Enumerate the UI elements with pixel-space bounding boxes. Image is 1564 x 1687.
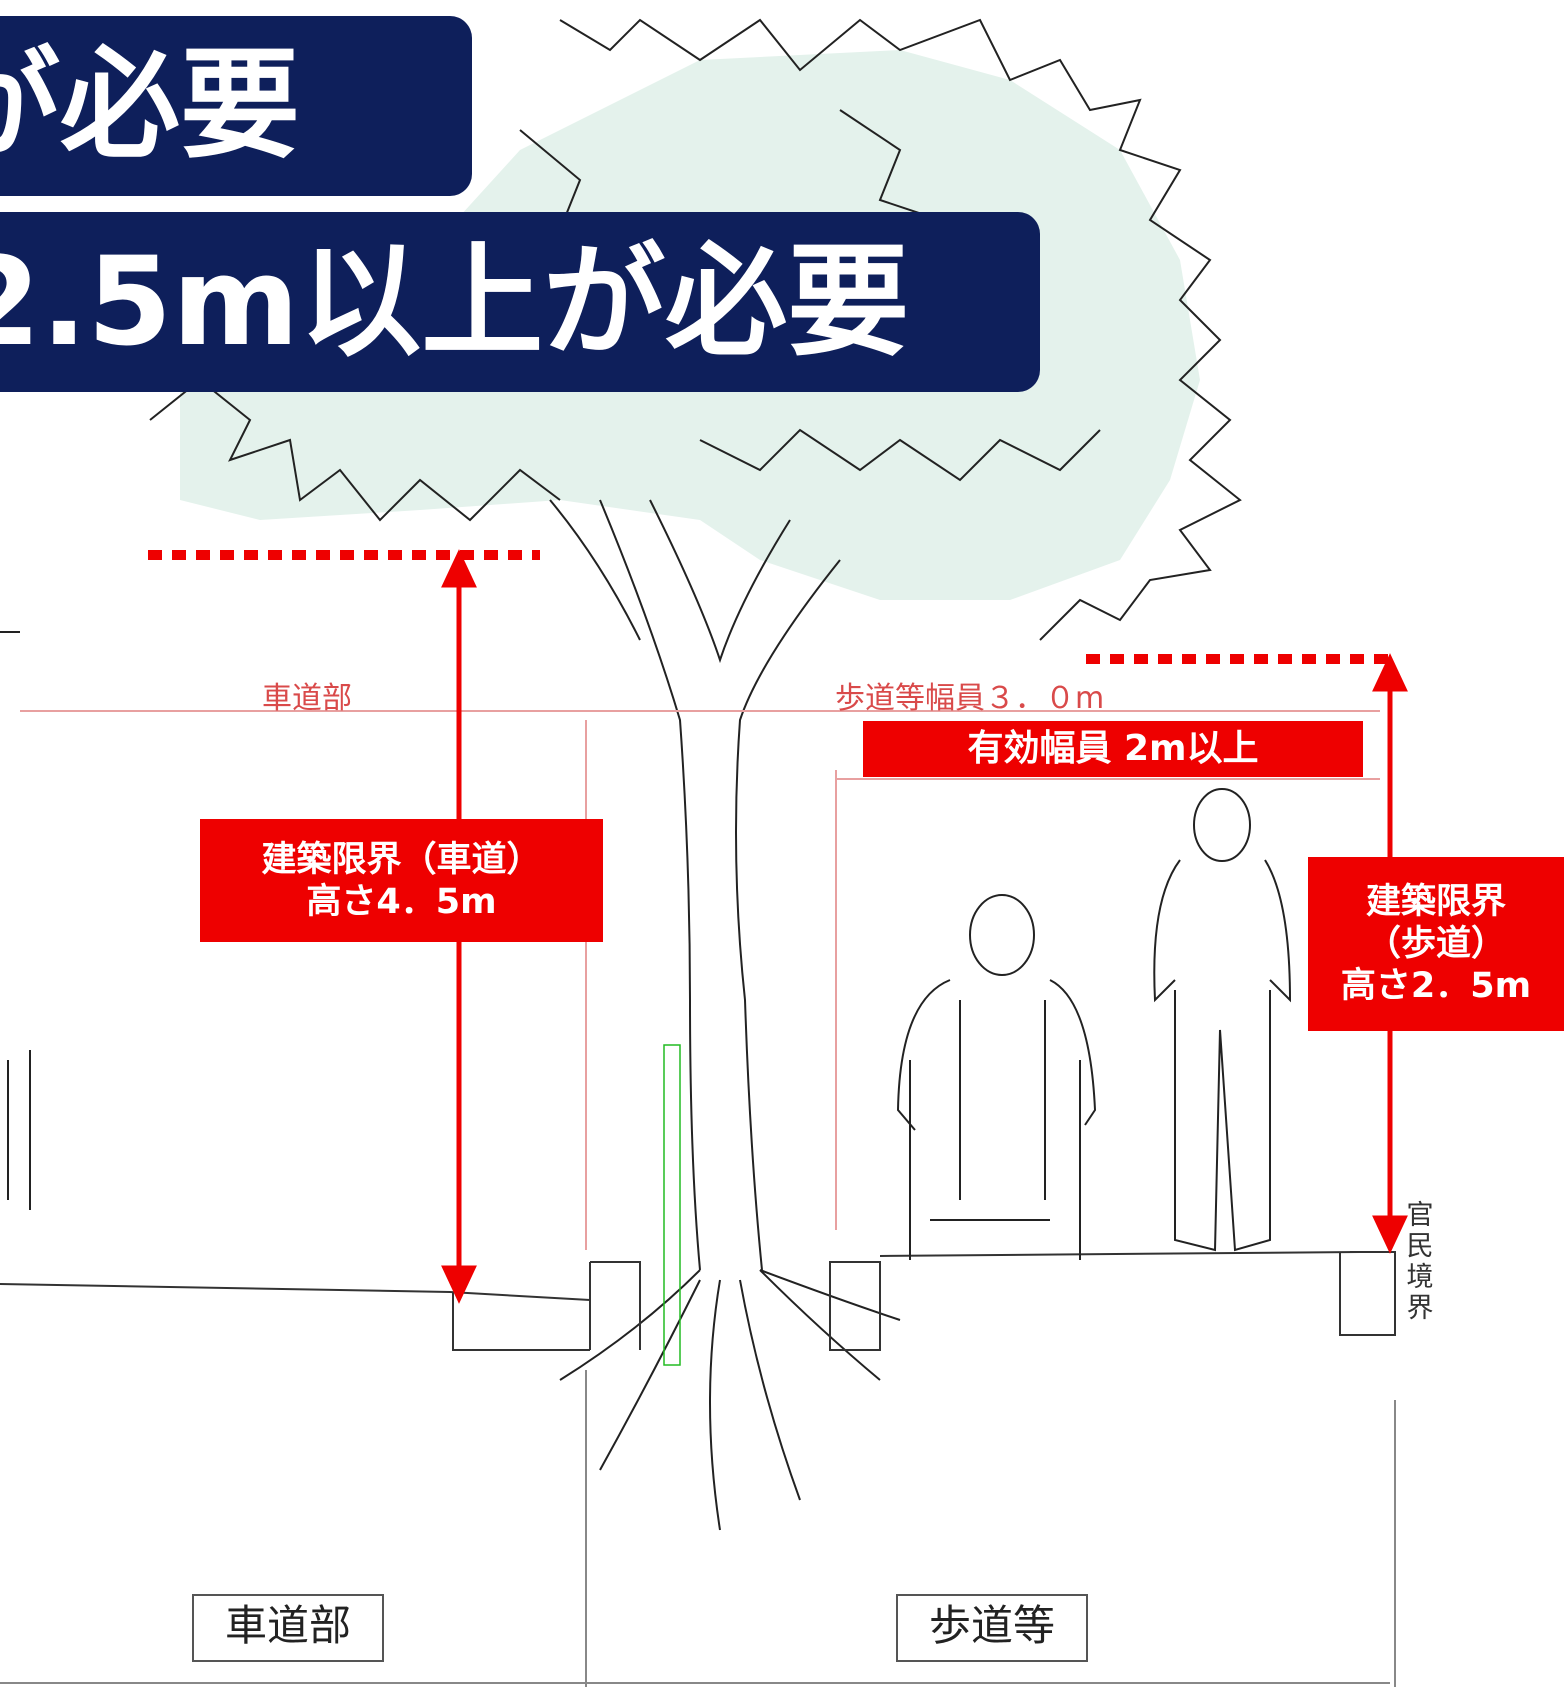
dimension-lines	[20, 710, 1380, 1250]
clearance-dotted-lines	[148, 550, 1390, 664]
banner-heading-sidewalk: 2.5m以上が必要	[0, 212, 1040, 392]
roadway-section-text: 車道部	[224, 1601, 351, 1650]
sidewalk-width-dimension-label: 歩道等幅員３．０m	[835, 681, 1105, 716]
public-private-boundary-label: 官 民 境 界	[1404, 1200, 1436, 1324]
boundary-char: 界	[1406, 1293, 1434, 1324]
boundary-char: 官	[1406, 1200, 1434, 1231]
sidewalk-section-text: 歩道等	[928, 1601, 1055, 1650]
tree-roots	[559, 1269, 901, 1531]
roadway-clearance-label: 建築限界（車道） 高さ4．5m	[200, 819, 603, 942]
banner-heading-sidewalk-text: 2.5m以上が必要	[0, 231, 910, 373]
roadway-clearance-line2: 高さ4．5m	[306, 881, 497, 922]
tree-trunk	[549, 499, 841, 1271]
sidewalk-clearance-line3: 高さ2．5m	[1340, 966, 1532, 1006]
roadway-section-box: 車道部	[192, 1594, 384, 1662]
sidewalk-clearance-label: 建築限界 （歩道） 高さ2．5m	[1308, 857, 1564, 1031]
boundary-char: 民	[1406, 1231, 1434, 1262]
bottom-dimension-lines	[0, 1370, 1396, 1687]
wheelchair-user-figure	[896, 894, 1097, 1260]
roadway-clearance-line1: 建築限界（車道）	[261, 839, 542, 880]
sidewalk-clearance-line2: （歩道）	[1365, 924, 1506, 964]
boundary-char: 境	[1406, 1262, 1434, 1293]
roadway-dimension-label: 車道部	[262, 681, 352, 716]
effective-width-label: 有効幅員 2m以上	[863, 721, 1363, 777]
effective-width-text: 有効幅員 2m以上	[967, 728, 1259, 770]
sidewalk-section-box: 歩道等	[896, 1594, 1088, 1662]
banner-heading-top-text: が必要	[0, 36, 300, 175]
sidewalk-clearance-line1: 建築限界	[1365, 882, 1506, 922]
left-edge-marks	[0, 631, 31, 1210]
banner-heading-top: が必要	[0, 16, 472, 196]
standing-person-figure	[1153, 788, 1292, 1252]
ground-profile	[0, 1044, 1396, 1366]
